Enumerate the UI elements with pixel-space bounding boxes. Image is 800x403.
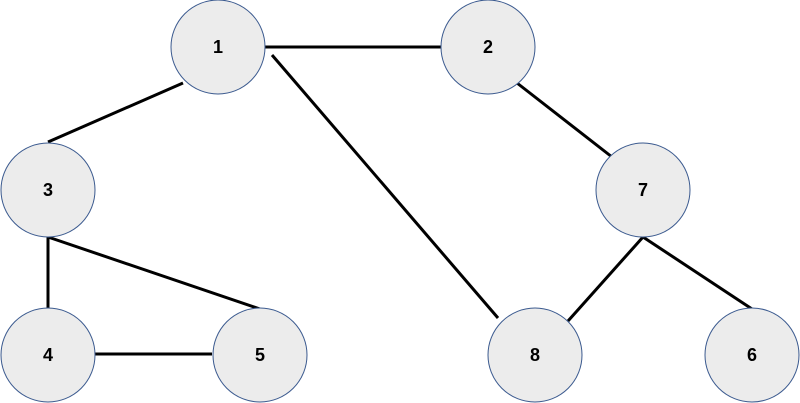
node-circle (595, 142, 691, 238)
graph-node-8: 8 (487, 307, 583, 403)
node-circle (170, 0, 266, 95)
node-label: 7 (638, 180, 648, 200)
edge-1-3 (47, 81, 184, 144)
node-circle (440, 0, 536, 95)
edge-7-6 (642, 235, 753, 311)
graph-node-6: 6 (704, 307, 800, 403)
edges-layer (46, 45, 753, 356)
edge-3-5 (47, 235, 261, 311)
edge-2-7 (516, 81, 613, 159)
edge-7-8 (566, 236, 645, 322)
node-label: 3 (43, 180, 53, 200)
node-label: 8 (530, 345, 540, 365)
node-label: 4 (43, 345, 53, 365)
node-circle (212, 307, 308, 403)
graph-node-5: 5 (212, 307, 308, 403)
node-circle (0, 142, 96, 238)
node-label: 6 (747, 345, 757, 365)
node-label: 2 (483, 37, 493, 57)
graph-node-2: 2 (440, 0, 536, 95)
graph-node-1: 1 (170, 0, 266, 95)
node-circle (487, 307, 583, 403)
graph-node-4: 4 (0, 307, 96, 403)
edge-1-8 (270, 54, 500, 319)
node-label: 5 (255, 345, 265, 365)
graph-node-7: 7 (595, 142, 691, 238)
node-circle (704, 307, 800, 403)
node-circle (0, 307, 96, 403)
graph-node-3: 3 (0, 142, 96, 238)
node-label: 1 (213, 37, 223, 57)
